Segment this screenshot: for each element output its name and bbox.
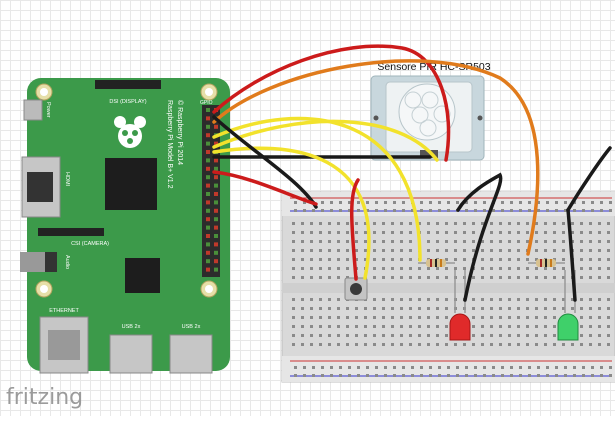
power-port [23, 99, 43, 121]
gpio-label: GPIO [200, 100, 213, 106]
usb-chip [125, 258, 160, 293]
raspberry-pi-board: Raspberry Pi Model B+ V1.2 © Raspberry P… [20, 78, 230, 374]
board-model-label: Raspberry Pi Model B+ V1.2 [166, 100, 173, 189]
wires [212, 44, 612, 302]
audio-label: Audio [64, 255, 70, 269]
wire-red-rail-button [349, 178, 360, 281]
usb1-label: USB 2x [122, 324, 141, 330]
wire-black-gnd-rail [212, 115, 318, 209]
push-button [344, 277, 368, 301]
hdmi-label: HDMI [64, 172, 70, 187]
usb-port-2 [169, 334, 213, 374]
wire-yellow-gpio-led1 [212, 116, 422, 262]
wire-orange-gpio-led2 [212, 59, 540, 256]
gpio-pins [206, 108, 218, 272]
usb-port-1 [109, 334, 153, 374]
wire-yellow-gpio-button [212, 146, 371, 280]
resistor-1 [418, 259, 455, 267]
fritzing-logo: fritzing [6, 385, 83, 410]
usb2-label: USB 2x [182, 324, 201, 330]
soc-chip [105, 158, 157, 210]
board-copyright-label: © Raspberry Pi 2014 [176, 100, 184, 165]
wire-red-5v-to-pir [212, 44, 451, 162]
ethernet-label: ETHERNET [49, 308, 79, 314]
wire-black-led2-gnd [566, 146, 612, 212]
breadboard [281, 191, 615, 383]
wire-yellow-pir-out [212, 119, 439, 162]
wire-black-led2-drop [566, 208, 577, 302]
dsi-label: DSI (DISPLAY) [109, 99, 146, 105]
resistor-2 [528, 259, 565, 267]
pir-sensor: Sensore PIR HC-SR503 [370, 61, 491, 161]
csi-connector [38, 228, 104, 236]
csi-label: CSI (CAMERA) [71, 241, 109, 247]
power-label: Power [45, 102, 51, 118]
breadboard-holes [292, 201, 612, 377]
dsi-connector [95, 80, 161, 89]
wire-black-led1-gnd [456, 172, 503, 302]
raspberry-logo-icon [114, 116, 146, 148]
pir-sensor-title: Sensore PIR HC-SR503 [377, 61, 490, 73]
wire-red-3v3-rail [212, 170, 318, 206]
